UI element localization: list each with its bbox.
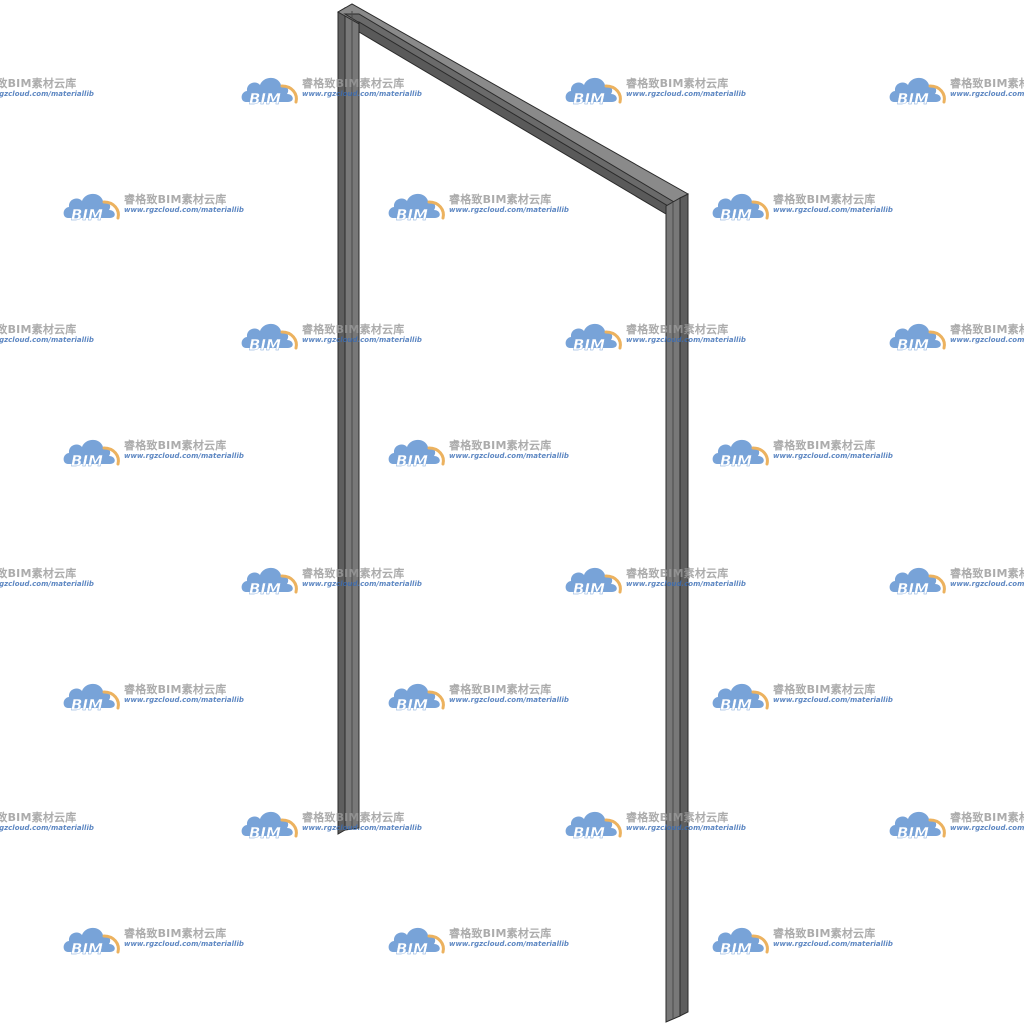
left-post-side xyxy=(337,7,346,835)
top-beam-underside xyxy=(358,21,669,215)
right-post-side xyxy=(679,193,689,1017)
